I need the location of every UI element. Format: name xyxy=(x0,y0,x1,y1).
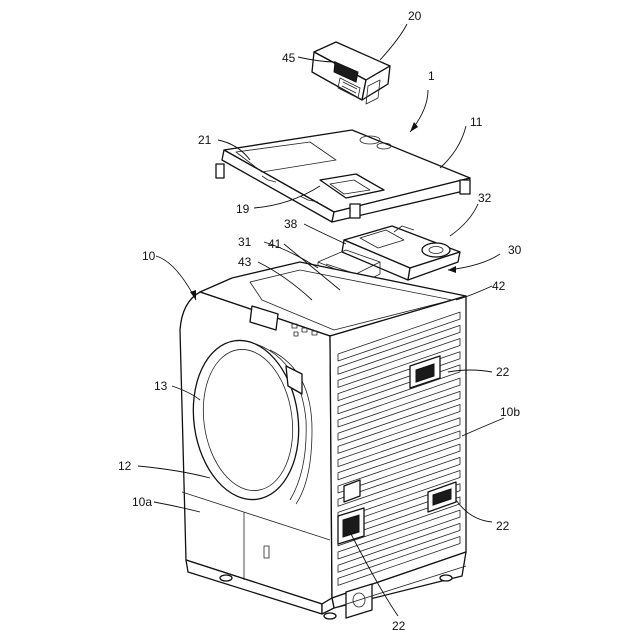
ref-45: 45 xyxy=(282,51,296,65)
ref-30: 30 xyxy=(508,243,522,257)
ref-1: 1 xyxy=(428,69,435,83)
ref-38: 38 xyxy=(284,217,298,231)
ref-19: 19 xyxy=(236,202,250,216)
ref-22-upper: 22 xyxy=(496,365,510,379)
ref-10b: 10b xyxy=(500,405,520,419)
ref-21: 21 xyxy=(198,133,212,147)
ref-13: 13 xyxy=(154,379,168,393)
ref-32: 32 xyxy=(478,191,492,205)
ref-22-lower-right: 22 xyxy=(496,519,510,533)
ref-11: 11 xyxy=(470,115,483,129)
ref-10a: 10a xyxy=(132,495,152,509)
ref-12: 12 xyxy=(118,459,132,473)
ref-20: 20 xyxy=(408,9,422,23)
ref-43: 43 xyxy=(238,255,252,269)
ref-22-bottom: 22 xyxy=(392,619,406,633)
detergent-case xyxy=(312,42,390,104)
ref-41: 41 xyxy=(268,237,282,251)
ref-42: 42 xyxy=(492,279,506,293)
ref-31: 31 xyxy=(238,235,252,249)
ref-10: 10 xyxy=(142,249,156,263)
